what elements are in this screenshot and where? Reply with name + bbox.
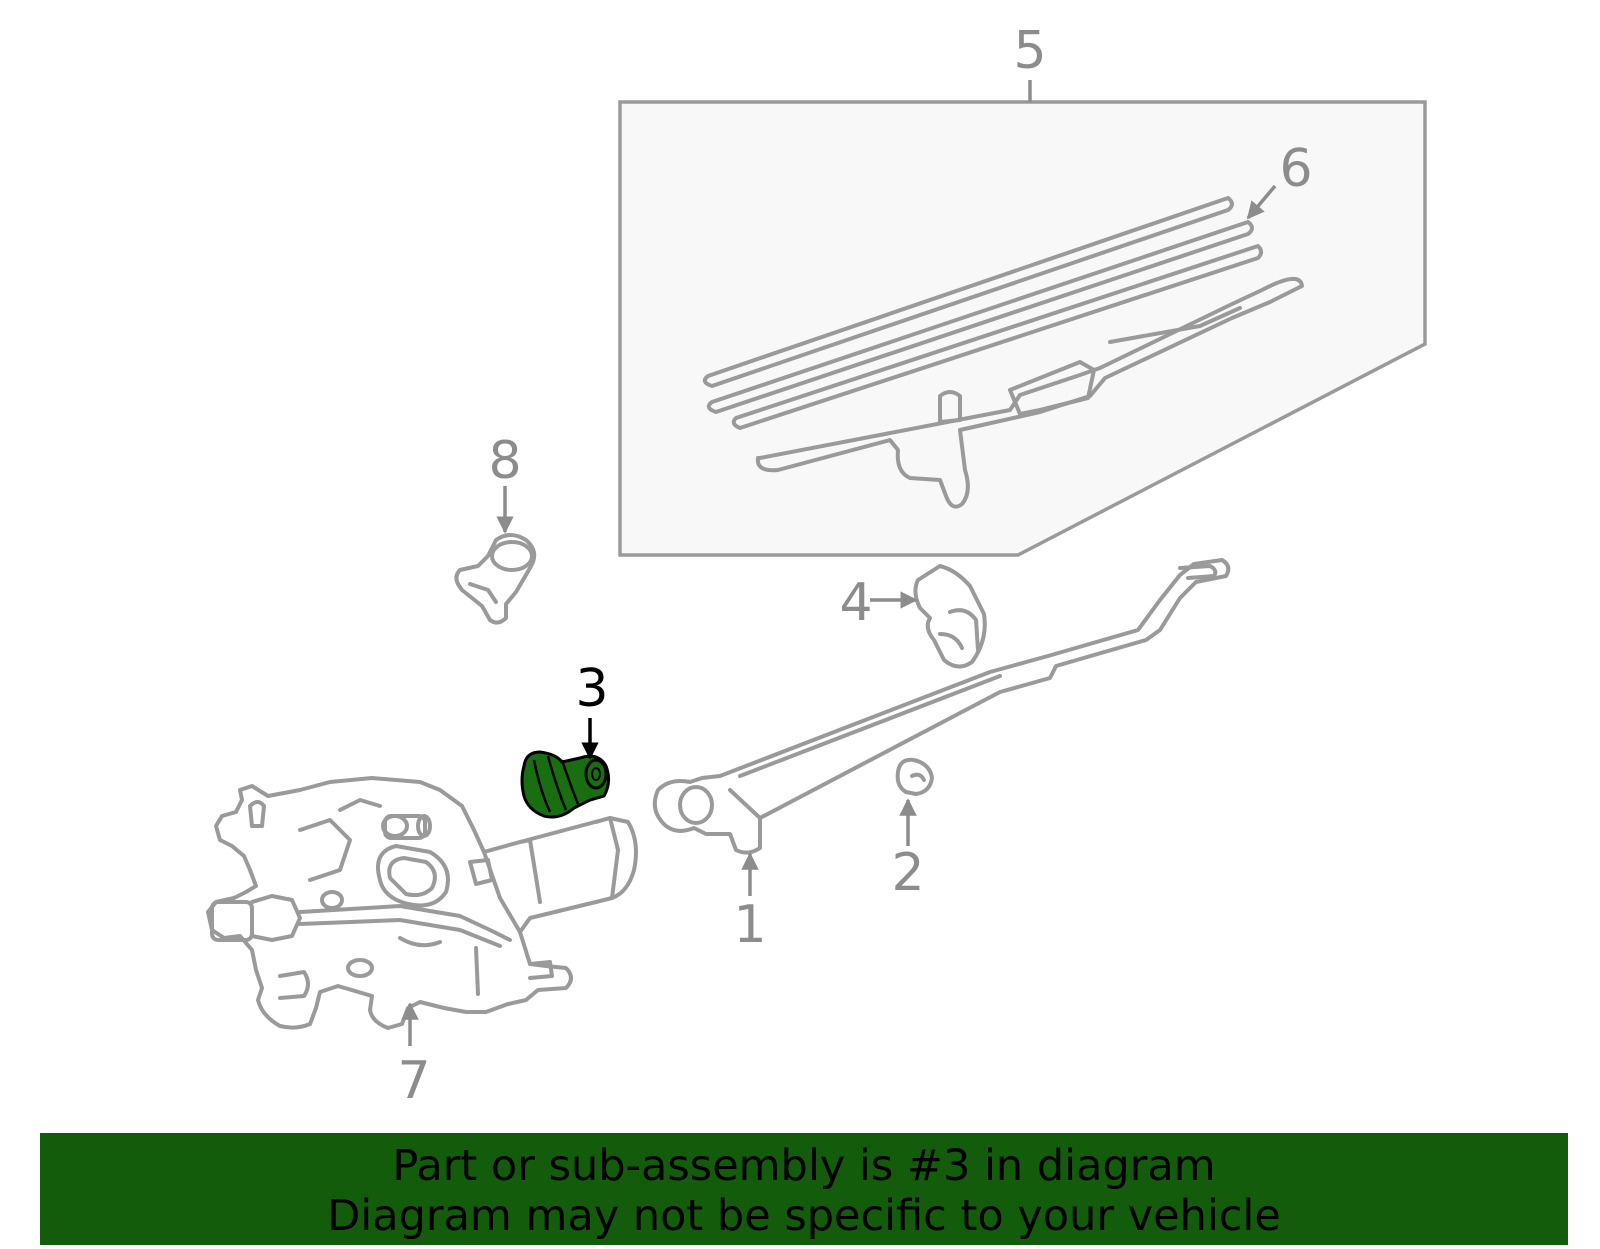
- callout-4: 4: [839, 573, 872, 633]
- callout-2: 2: [891, 843, 924, 903]
- callout-5: 5: [1013, 21, 1046, 81]
- callout-3: 3: [575, 659, 608, 719]
- callout-6: 6: [1279, 139, 1312, 199]
- blade-assembly-box: [618, 80, 1427, 557]
- callout-1: 1: [733, 895, 766, 955]
- callout-8: 8: [488, 431, 521, 491]
- wiper-arm-part: [652, 558, 1231, 896]
- banner-line-2: Diagram may not be specific to your vehi…: [327, 1191, 1281, 1241]
- washer-nozzle-part: [454, 486, 537, 625]
- blade-refill-part: [702, 184, 1277, 430]
- info-banner: Part or sub-assembly is #3 in diagram Di…: [40, 1133, 1568, 1245]
- banner-line-1: Part or sub-assembly is #3 in diagram: [392, 1141, 1216, 1191]
- blade-frame: [755, 277, 1304, 509]
- callout-7: 7: [397, 1051, 430, 1111]
- arm-cap-part: [870, 564, 987, 669]
- wiper-motor-part: [206, 776, 638, 1046]
- nut-part: [895, 757, 934, 846]
- grommet-part-highlighted: [520, 718, 611, 819]
